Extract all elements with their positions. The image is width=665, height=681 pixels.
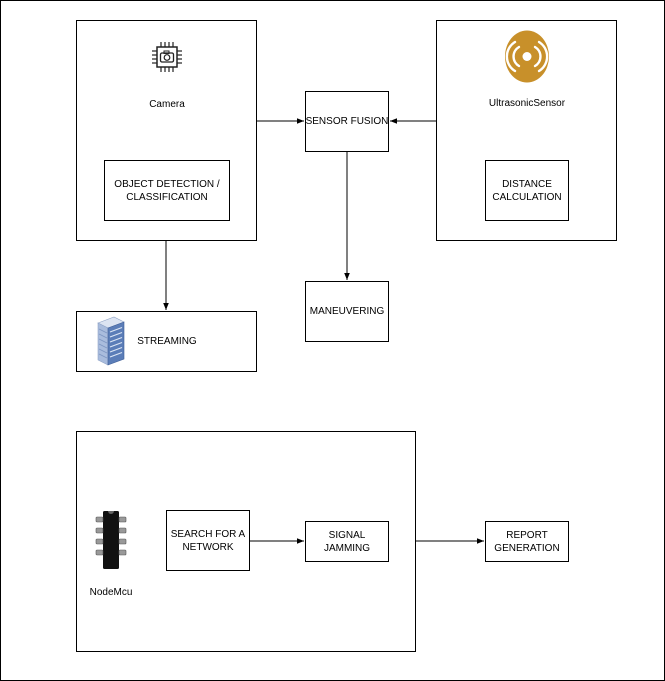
ultrasonic-label: UltrasonicSensor (488, 97, 566, 109)
microchip-icon (93, 509, 129, 571)
report-generation-line1: REPORT (506, 529, 548, 541)
search-network-line2: NETWORK (182, 541, 234, 553)
camera-label: Camera (149, 98, 185, 110)
server-rack-icon (94, 315, 126, 367)
sensor-fusion-box (305, 91, 389, 152)
sensor-fusion-label: SENSOR FUSION (305, 116, 389, 127)
report-generation-label: REPORT GENERATION (485, 521, 569, 562)
camera-chip-icon (151, 41, 183, 73)
signal-jamming-box (305, 521, 389, 562)
object-detection-box (104, 160, 230, 221)
streaming-label: STREAMING (137, 336, 197, 347)
nodemcu-label: NodeMcu (89, 586, 133, 598)
object-detection-label: OBJECT DETECTION / CLASSIFICATION (104, 160, 230, 221)
signal-jamming-label: SIGNAL JAMMING (323, 529, 371, 554)
maneuvering-box (305, 281, 389, 342)
distance-calc-box (485, 160, 569, 221)
object-detection-line1: OBJECT DETECTION / (114, 178, 220, 190)
report-generation-line2: GENERATION (494, 542, 560, 554)
ultrasonic-sensor-icon (505, 30, 549, 83)
distance-calc-line1: DISTANCE (502, 178, 552, 190)
search-network-label: SEARCH FOR A NETWORK (166, 510, 250, 571)
search-network-line1: SEARCH FOR A (170, 528, 246, 540)
distance-calc-line2: CALCULATION (492, 191, 562, 203)
object-detection-line2: CLASSIFICATION (126, 191, 208, 203)
report-generation-box (485, 521, 569, 562)
maneuvering-label: MANEUVERING (309, 306, 385, 317)
search-network-box (166, 510, 250, 571)
distance-calc-label: DISTANCE CALCULATION (485, 160, 569, 221)
